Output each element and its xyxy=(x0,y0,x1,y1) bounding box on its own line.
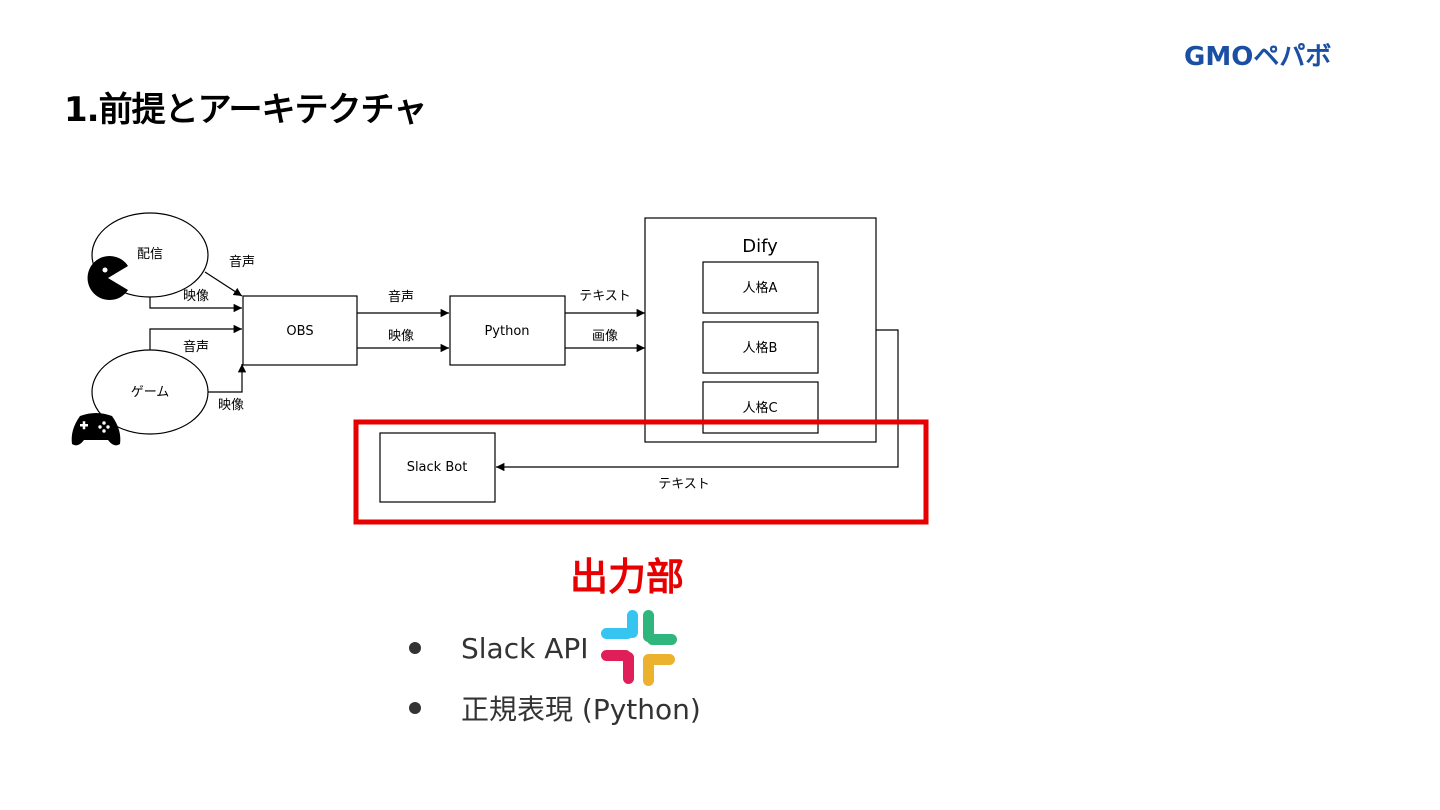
persona-a-node xyxy=(702,261,819,314)
stream-voice-edge xyxy=(204,271,243,297)
output-section-label: 出力部 xyxy=(570,555,685,599)
slack-logo-icon xyxy=(600,610,677,686)
persona-c-label: 人格C xyxy=(742,400,777,416)
persona-a-label: 人格A xyxy=(743,280,778,296)
edge-label-video-1: 映像 xyxy=(183,289,209,304)
bullet-text: Slack API xyxy=(461,631,589,665)
slack-bot-label: Slack Bot xyxy=(407,460,468,475)
game-voice-edge xyxy=(149,324,242,350)
pacman-icon xyxy=(87,256,128,300)
persona-b-label: 人格B xyxy=(743,340,778,356)
bullet-icon xyxy=(409,702,421,714)
gamepad-icon xyxy=(71,413,121,446)
bullet-icon xyxy=(409,642,421,654)
stream-video-edge xyxy=(149,297,242,313)
output-highlight-frame xyxy=(353,419,929,525)
slide-title: 1.前提とアーキテクチャ xyxy=(64,90,427,130)
edge-label-video-2: 映像 xyxy=(218,398,244,413)
slack-bot-node xyxy=(379,432,496,503)
edge-label-text-2: テキスト xyxy=(658,477,710,492)
output-bullet-list: Slack API 正規表現 (Python) xyxy=(404,610,701,738)
game-video-edge xyxy=(208,364,247,393)
gmo-pepabo-logo: GMOペパボ xyxy=(1184,42,1332,72)
obs-label: OBS xyxy=(286,324,313,339)
python-label: Python xyxy=(484,324,529,339)
edge-label-video-3: 映像 xyxy=(388,329,414,344)
dify-label: Dify xyxy=(742,236,778,257)
edge-label-image: 画像 xyxy=(592,329,618,344)
list-item: Slack API xyxy=(404,610,701,686)
bullet-text: 正規表現 (Python) xyxy=(461,693,701,726)
edge-label-voice-2: 音声 xyxy=(183,339,209,355)
persona-b-node xyxy=(702,321,819,374)
python-node xyxy=(449,295,566,366)
dify-slack-text-edge xyxy=(496,329,899,472)
edge-label-voice-3: 音声 xyxy=(388,289,414,305)
obs-node xyxy=(242,295,358,366)
edge-label-text-1: テキスト xyxy=(579,289,631,304)
stream-source-label: 配信 xyxy=(137,247,163,262)
game-source-label: ゲーム xyxy=(131,385,170,400)
edge-label-voice-1: 音声 xyxy=(229,254,255,270)
list-item: 正規表現 (Python) xyxy=(404,678,701,738)
